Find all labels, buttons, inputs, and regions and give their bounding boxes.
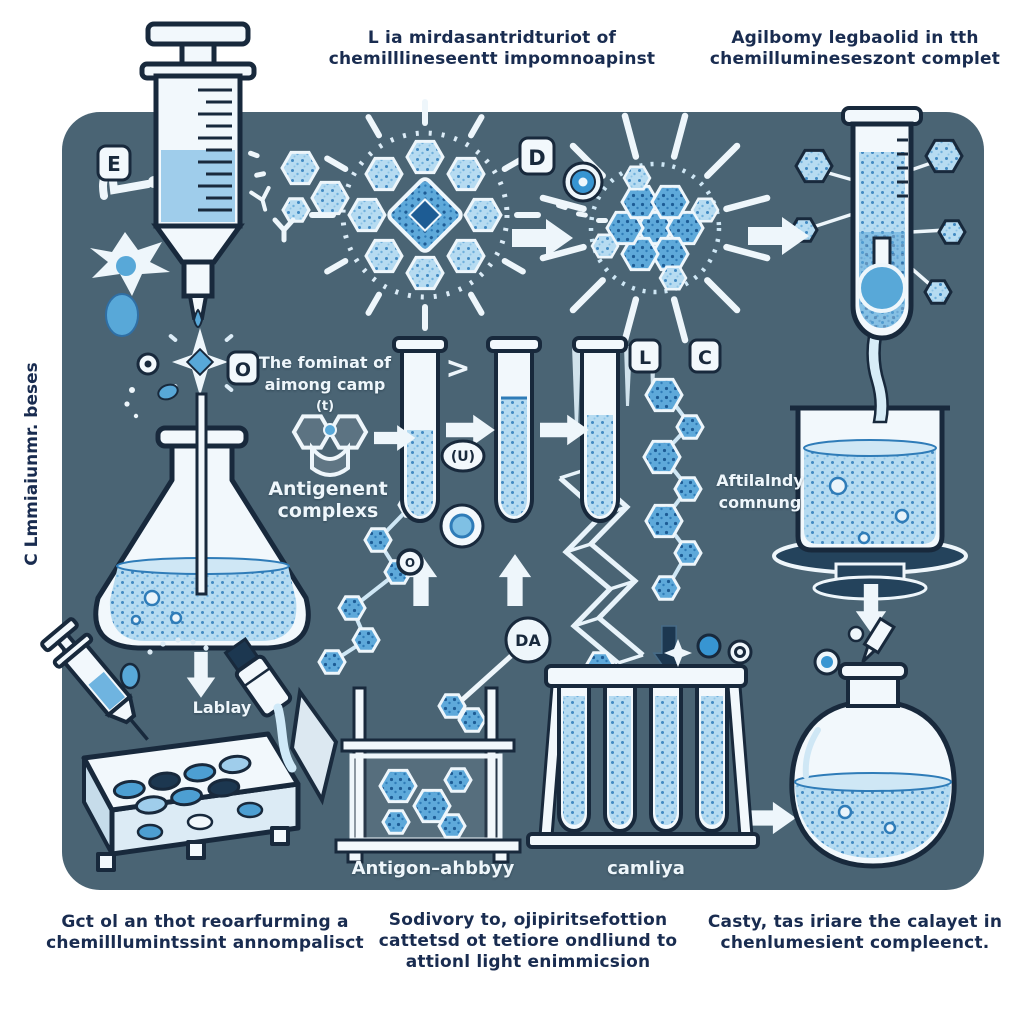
badge-o-mid xyxy=(226,350,260,386)
round-flask-icon xyxy=(789,662,957,869)
tube-rack xyxy=(526,664,760,849)
svg-text:O: O xyxy=(405,556,415,570)
test-tube-1 xyxy=(392,336,448,523)
label-lablay: Lablay xyxy=(192,698,252,717)
label-antigen-antibody: Antigon–ahbbyy xyxy=(351,858,515,879)
test-tube-2 xyxy=(486,336,542,523)
svg-text:C: C xyxy=(698,347,712,369)
svg-text:D: D xyxy=(528,146,545,170)
pour-stream xyxy=(866,334,889,424)
chevron-right-icon: > xyxy=(445,351,470,386)
blue-drop xyxy=(119,662,141,690)
badge-d-top xyxy=(518,136,556,176)
dash-trail xyxy=(556,202,608,223)
label-antigen-complex: Antigenent complexs xyxy=(268,478,388,522)
svg-text:O: O xyxy=(235,359,251,381)
reaction-stand xyxy=(334,686,522,864)
badge-c xyxy=(688,338,722,374)
beaker-icon xyxy=(790,405,950,553)
label-formation: The fominat of aimong camp (t) xyxy=(258,353,392,414)
svg-text:DA: DA xyxy=(515,631,541,650)
erlenmeyer-flask-icon xyxy=(93,392,311,651)
antigen-cluster-icon xyxy=(248,150,350,240)
molecule-chain-left xyxy=(317,492,427,675)
caption-bottom-left: Gct ol an thot reoarfurming a chemilllum… xyxy=(46,912,364,953)
badge-e xyxy=(96,144,132,182)
dropper-bottle-icon xyxy=(223,637,293,718)
angled-syringe-icon xyxy=(40,617,149,741)
donut-badge xyxy=(439,503,485,549)
dot-trail xyxy=(147,637,209,655)
badge-u xyxy=(440,439,486,473)
thumb-icon xyxy=(157,383,179,401)
badge-o-small xyxy=(396,548,424,576)
sparkle-drop-icon xyxy=(168,328,234,396)
white-chute xyxy=(289,686,339,806)
caption-bottom-center: Sodivory to, ojipiritsefottion cattetsd … xyxy=(378,910,678,972)
caption-bottom-right: Casty, tas iriare the calayet in chenlum… xyxy=(707,912,1003,953)
syringe-icon xyxy=(139,21,257,328)
svg-text:(U): (U) xyxy=(451,449,475,465)
test-tube-3 xyxy=(572,336,628,523)
microplate-tray xyxy=(81,731,301,872)
badge-l xyxy=(628,338,662,374)
bubbles-over-rack xyxy=(664,625,865,676)
antigen-hex-icon xyxy=(292,414,368,477)
caption-left-vertical: C Lmmiaiunmr. beses xyxy=(22,362,42,566)
mini-dropper-icon xyxy=(861,616,897,664)
svg-text:L: L xyxy=(639,347,651,369)
caption-top-center: L ia mirdasantridturiot of chemilllinese… xyxy=(328,28,656,69)
molecule-chain-right xyxy=(642,377,705,601)
chemiluminescent-complex-icon xyxy=(309,99,541,331)
letter-badges: E D O L C xyxy=(96,136,722,664)
label-antibody-comnung: Aftilalndy comnung xyxy=(716,471,804,512)
pour-stream-small xyxy=(273,703,297,773)
caption-top-right: Agilbomy legbaolid in tth chemilluminese… xyxy=(709,28,1001,69)
svg-text:E: E xyxy=(107,152,121,176)
da-connector xyxy=(437,653,514,733)
rack-tube xyxy=(557,684,729,833)
tall-test-tube xyxy=(789,106,967,341)
badge-da xyxy=(504,616,552,664)
label-camliya: camliya xyxy=(607,858,685,879)
activated-complex-icon xyxy=(539,112,771,344)
target-icon xyxy=(562,161,604,203)
